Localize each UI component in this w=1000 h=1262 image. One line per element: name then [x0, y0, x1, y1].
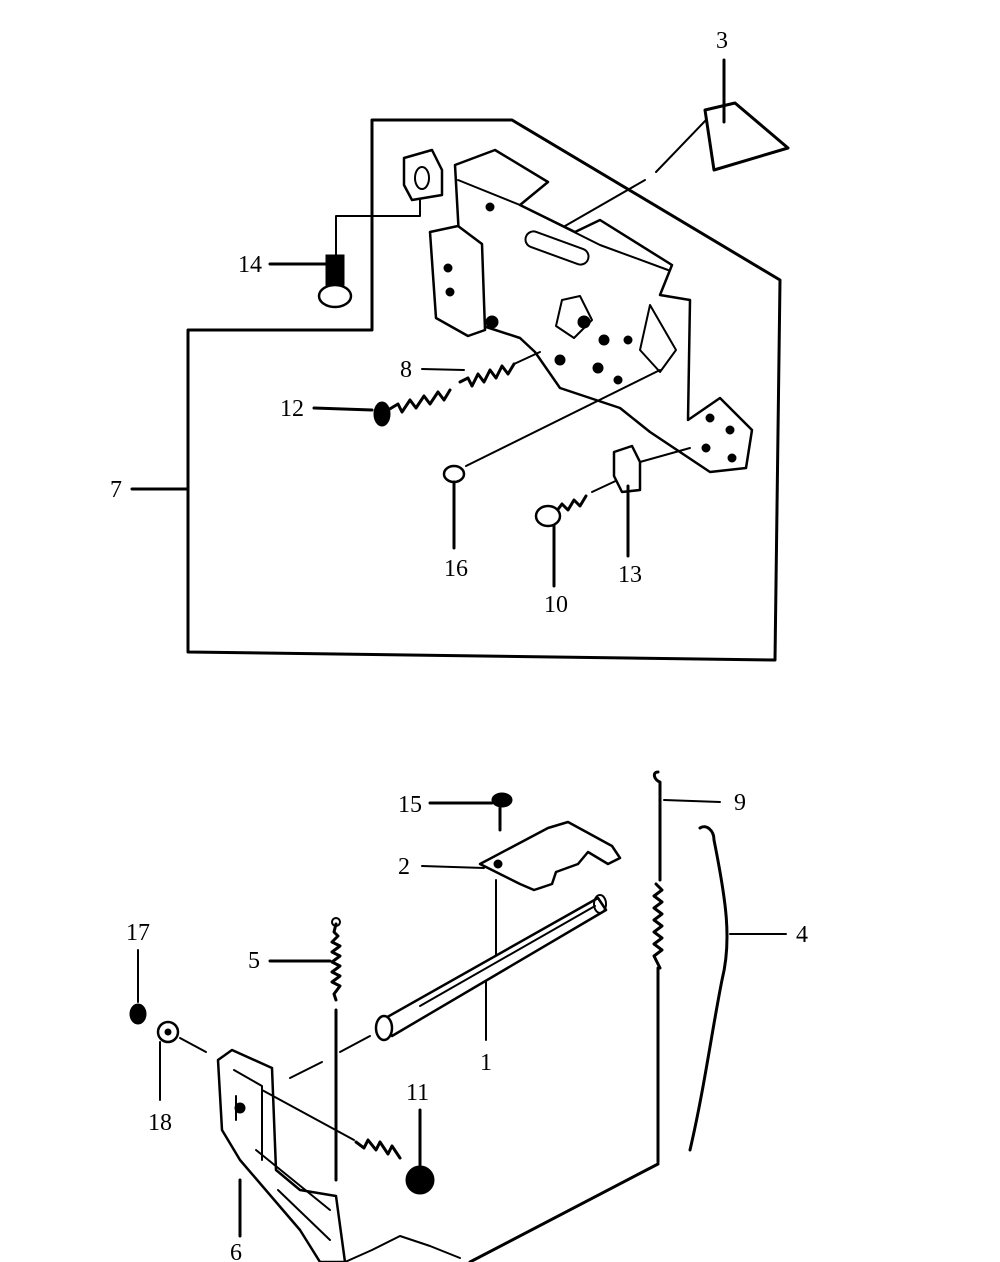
bracket-lever-cutout: [555, 295, 593, 339]
bracket-hole: [445, 287, 455, 297]
callout-10: 10: [544, 592, 568, 618]
spring-8-line: [513, 351, 541, 365]
bracket-hole: [727, 453, 737, 463]
screw-11-body: [354, 1138, 402, 1160]
callout-labels: 3 14 8 12 7 16 13 10 15 9 2 4 17 5 1 11 …: [110, 28, 808, 1262]
screw-14-body: [325, 254, 345, 286]
clip-13: [612, 444, 642, 494]
callout-11: 11: [406, 1080, 429, 1106]
callout-16: 16: [444, 556, 468, 582]
callout-15: 15: [398, 792, 422, 818]
callout-5: 5: [248, 948, 260, 974]
leader-8: [421, 368, 465, 371]
bracket-2-hole: [493, 859, 503, 869]
nut-17: [129, 1003, 147, 1025]
callout-9: 9: [734, 790, 746, 816]
linkage-spring-9: [652, 882, 664, 970]
lever-6-dash: [289, 1061, 323, 1079]
bracket-hole: [554, 354, 566, 366]
callout-12: 12: [280, 396, 304, 422]
bracket-hole: [443, 263, 453, 273]
linkage-rod-9: [652, 770, 662, 882]
spring-5-hook: [331, 917, 341, 927]
control-panel-outline: [186, 118, 782, 662]
bracket-hole: [592, 362, 604, 374]
bracket-hole: [598, 334, 610, 346]
bracket-hole: [701, 443, 711, 453]
callout-14: 14: [238, 252, 262, 278]
screw-12-body: [386, 388, 452, 414]
throttle-lever-6: [216, 1048, 347, 1262]
bracket-hole: [613, 375, 623, 385]
callout-4: 4: [796, 922, 808, 948]
screw-10-body: [554, 494, 588, 514]
callout-7: 7: [110, 477, 122, 503]
lower-bracket-bottom: [344, 1235, 461, 1262]
bracket-right-tab: [639, 304, 677, 373]
washer-18-dash: [179, 1037, 207, 1053]
clip-13-dash: [639, 447, 691, 463]
rivet-16-dash: [465, 369, 661, 467]
leader-2: [421, 865, 485, 869]
callout-6: 6: [230, 1240, 242, 1262]
mounting-tab: [402, 148, 444, 202]
screw-11-dash: [261, 1089, 355, 1141]
screw-11-head: [405, 1165, 435, 1195]
mounting-tab-slot: [414, 166, 430, 190]
lever-6-arm: [255, 1149, 331, 1241]
callout-13: 13: [618, 562, 642, 588]
bracket-side-flange: [428, 224, 487, 338]
screw-14-head: [317, 283, 353, 309]
callout-2: 2: [398, 854, 410, 880]
shaft-1-collar: [374, 1014, 394, 1042]
callout-17: 17: [126, 920, 150, 946]
spring-5: [330, 922, 342, 1002]
shaft-1-dash: [339, 1035, 371, 1053]
bracket-hole: [485, 315, 499, 329]
callout-18: 18: [148, 1110, 172, 1136]
screw-12-head: [373, 401, 391, 427]
callout-3: 3: [716, 28, 728, 54]
callout-1: 1: [480, 1050, 492, 1076]
rivet-16-head: [442, 464, 466, 484]
screw-10-head: [534, 504, 562, 528]
bracket-hole: [577, 315, 591, 329]
choke-pull-shaft: [655, 119, 707, 173]
leader-12: [312, 406, 374, 412]
choke-pull-triangle: [703, 101, 790, 172]
screw-15-head: [491, 792, 513, 808]
bracket-2-fold: [479, 863, 521, 885]
leader-9: [663, 799, 721, 803]
governor-bracket-2: [478, 820, 622, 892]
shaft-1-hatch: [419, 905, 596, 1007]
lever-6-hole: [234, 1102, 246, 1114]
upper-assembly: [186, 101, 790, 662]
bracket-slot: [524, 230, 590, 266]
shaft-1-end: [593, 894, 607, 914]
control-bracket-plate: [453, 148, 754, 474]
choke-wire-4: [688, 825, 729, 1152]
bracket-upper-fold: [457, 179, 669, 271]
bracket-hole: [705, 413, 715, 423]
bracket-hole: [725, 425, 735, 435]
washer-18-hole: [164, 1028, 172, 1036]
choke-pull-dash: [564, 179, 646, 227]
bracket-hole: [485, 202, 495, 212]
leader-14-path: [335, 199, 421, 263]
linkage-rod-9-bottom: [468, 1162, 660, 1262]
leader-lines: [130, 58, 787, 1238]
callout-8: 8: [400, 357, 412, 383]
lower-assembly: [129, 770, 729, 1262]
spring-8: [458, 362, 516, 388]
bracket-hole: [623, 335, 633, 345]
